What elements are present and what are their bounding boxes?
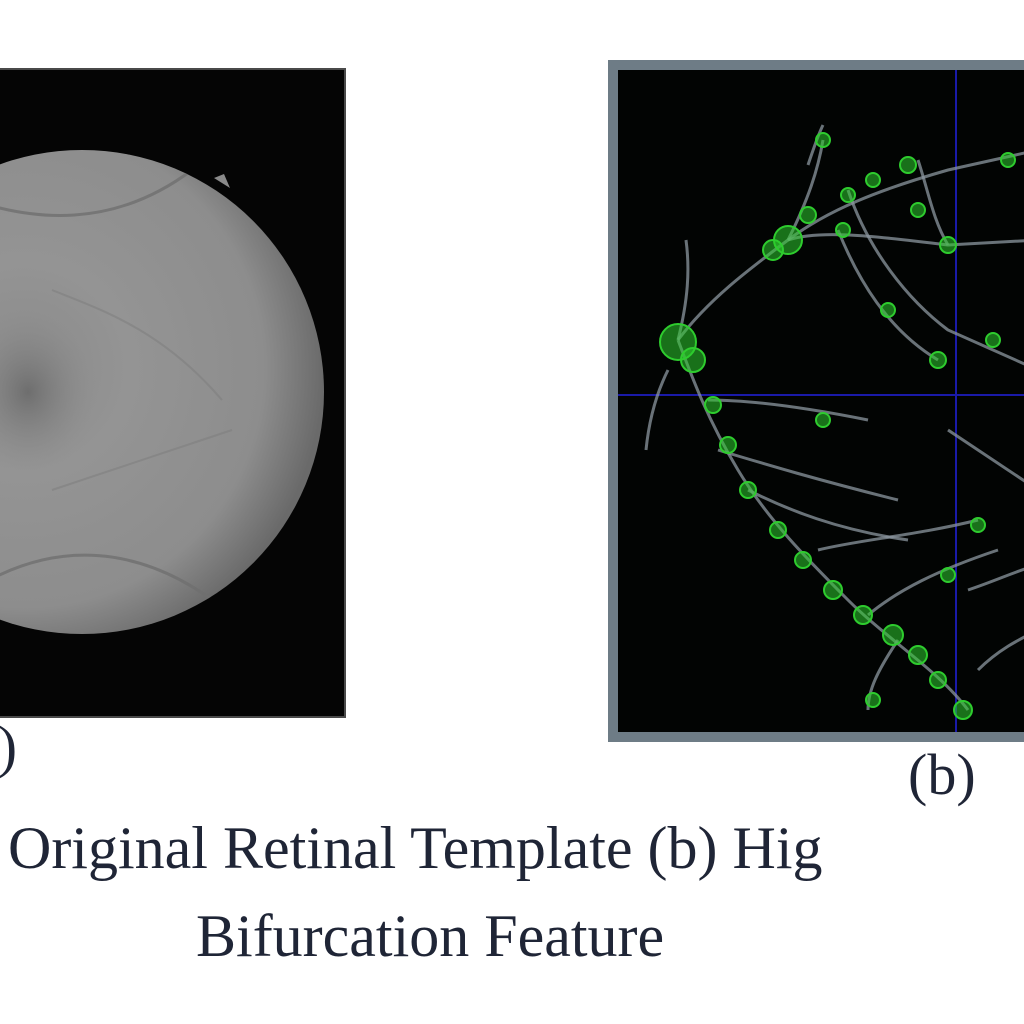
fundus-notch xyxy=(214,174,230,188)
original-retinal-image-panel xyxy=(0,68,346,718)
bifurcation-marker xyxy=(929,671,947,689)
bifurcation-marker xyxy=(865,172,881,188)
vessel-segment xyxy=(846,189,1024,366)
vessel-segment xyxy=(836,229,939,362)
vessel-segment xyxy=(817,518,979,552)
bifurcation-marker xyxy=(929,351,947,369)
bifurcation-marker xyxy=(1000,152,1016,168)
vessel-map xyxy=(618,70,1024,732)
bifurcation-marker xyxy=(865,692,881,708)
bifurcation-marker xyxy=(719,436,737,454)
bifurcation-marker xyxy=(908,645,928,665)
bifurcation-marker xyxy=(880,302,896,318)
figure-caption-line-1: Original Retinal Template (b) Hig xyxy=(8,815,823,881)
bifurcation-marker xyxy=(899,156,917,174)
bifurcation-marker xyxy=(794,551,812,569)
bifurcation-marker xyxy=(939,236,957,254)
bifurcation-marker xyxy=(853,605,873,625)
bifurcation-marker xyxy=(940,567,956,583)
bifurcation-marker xyxy=(985,332,1001,348)
macula-shadow xyxy=(0,310,98,474)
vessel-segment xyxy=(947,428,1024,483)
bifurcation-marker xyxy=(840,187,856,203)
vessel-segment xyxy=(707,398,869,422)
bifurcation-marker xyxy=(739,481,757,499)
vessel-segment xyxy=(976,635,1024,672)
bifurcation-marker xyxy=(953,700,973,720)
vessel-arc-top xyxy=(0,168,193,217)
vessel-segment xyxy=(806,124,825,166)
bifurcation-marker xyxy=(815,132,831,148)
bifurcation-points xyxy=(659,132,1016,720)
bifurcation-marker xyxy=(769,521,787,539)
figure-caption-line-2: Bifurcation Feature xyxy=(196,903,665,969)
bifurcation-marker xyxy=(882,624,904,646)
vessel-segment xyxy=(747,488,909,542)
bifurcation-image xyxy=(618,70,1024,732)
bifurcation-marker xyxy=(815,412,831,428)
panel-a-label: a) xyxy=(0,718,17,776)
bifurcation-marker xyxy=(823,580,843,600)
vessel-segment xyxy=(717,448,899,502)
vessel-segment xyxy=(867,548,999,617)
vessel-faint-2 xyxy=(51,429,233,491)
fundus-disc xyxy=(0,150,324,634)
vessel-segment xyxy=(967,567,1024,592)
bifurcation-marker xyxy=(970,517,986,533)
bifurcation-marker xyxy=(799,206,817,224)
vessel-arc-bottom xyxy=(0,553,233,617)
bifurcation-marker xyxy=(762,239,784,261)
vessel-network xyxy=(644,124,1024,711)
vessel-faint-1 xyxy=(51,289,223,401)
panel-b-label: (b) xyxy=(908,742,976,807)
bifurcation-marker xyxy=(835,222,851,238)
bifurcation-marker xyxy=(680,347,706,373)
bifurcation-marker xyxy=(704,396,722,414)
vessel-segment xyxy=(787,233,1024,247)
fundus-image xyxy=(0,150,324,634)
bifurcation-panel xyxy=(608,60,1024,742)
vessel-segment xyxy=(786,139,825,241)
vessel-segment xyxy=(644,369,670,451)
bifurcation-marker xyxy=(910,202,926,218)
